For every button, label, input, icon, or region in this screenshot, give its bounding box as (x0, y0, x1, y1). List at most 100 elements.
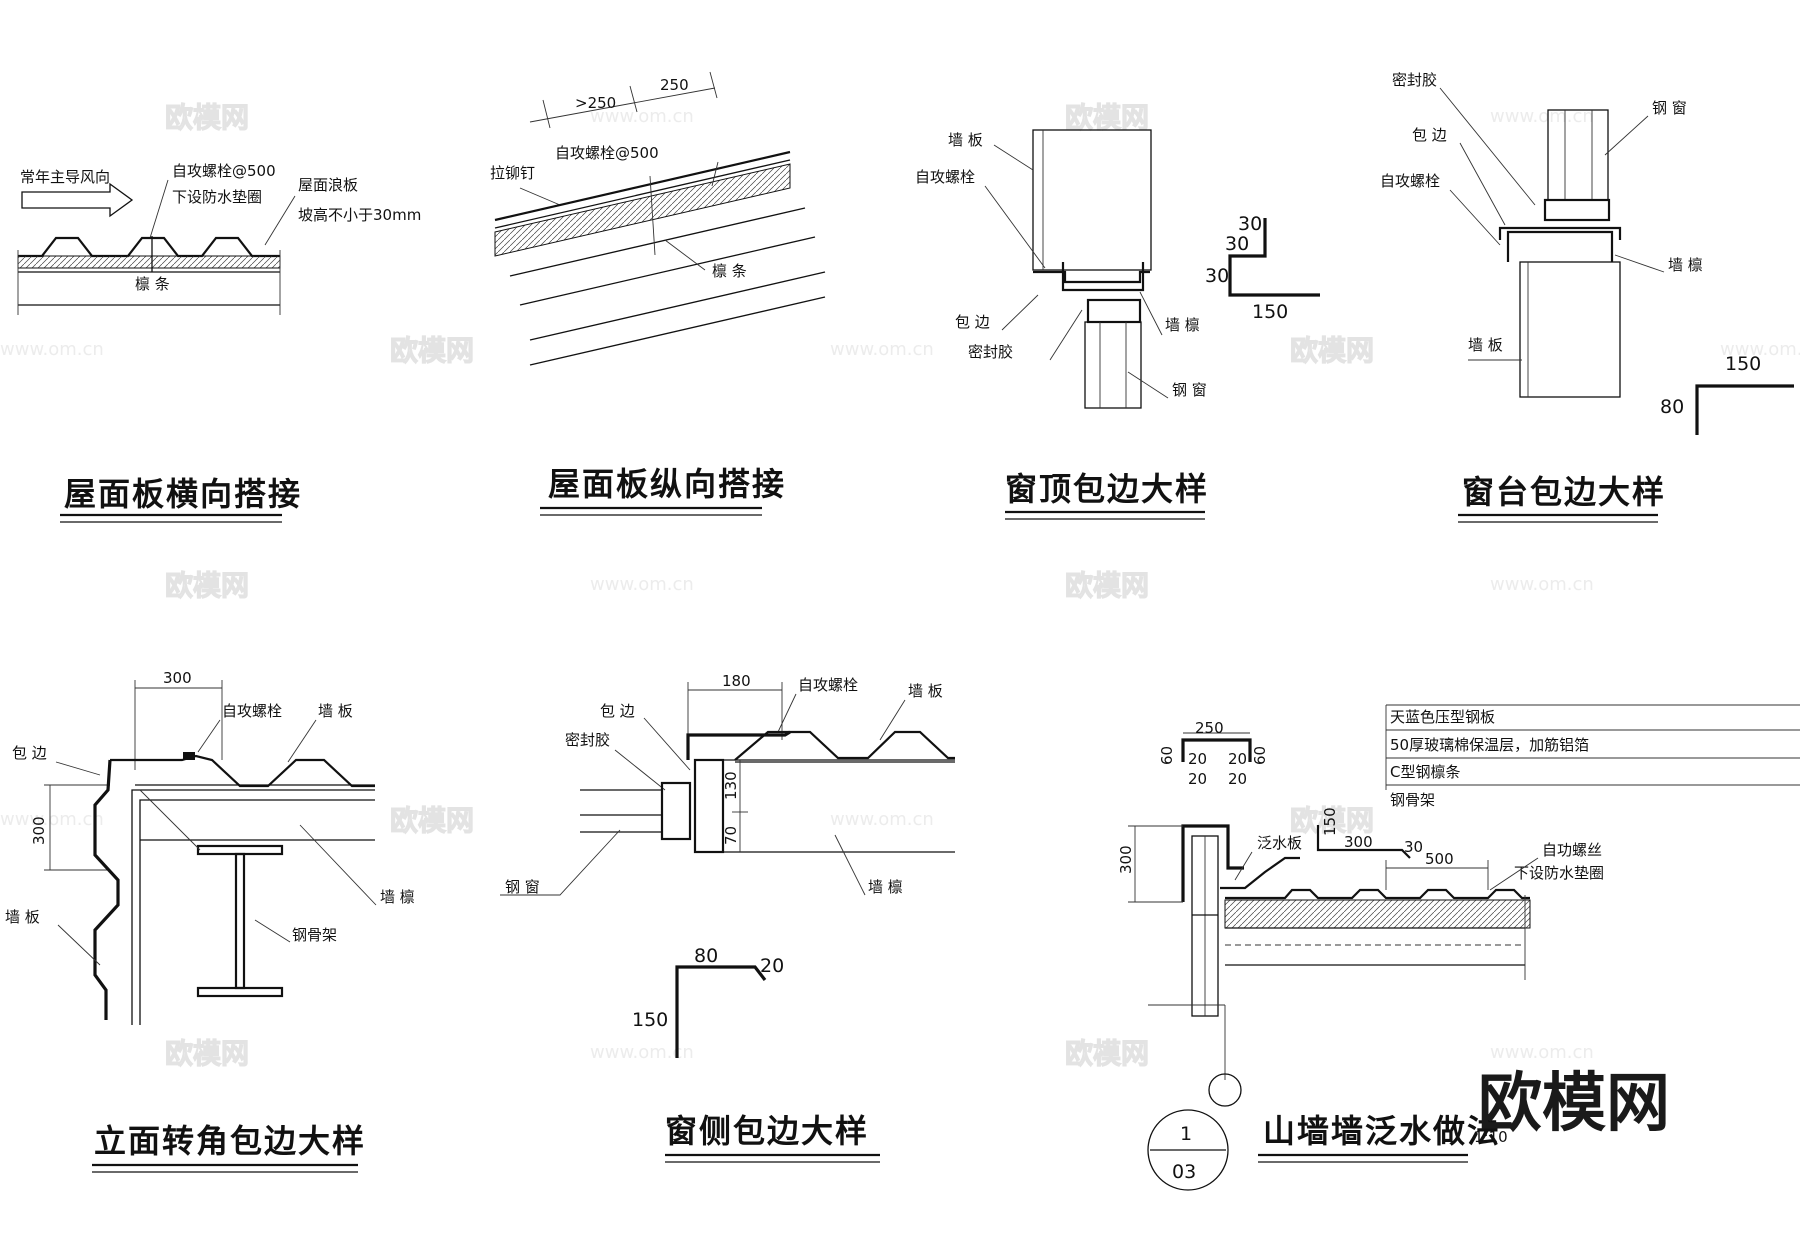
detail-corner-trim: 300 300 自攻螺栓 墙 板 包 边 墙 檩 钢骨架 墙 板 立面转角包边大… (5, 669, 415, 1173)
watermark-url: www.om.cn (0, 809, 104, 830)
steel-beam-web (234, 852, 246, 990)
corrugated-panel (18, 236, 280, 258)
leader-line (264, 195, 296, 246)
corrugated-wall-panel (110, 754, 375, 788)
grid-axis-icon (1208, 1073, 1242, 1107)
watermark-layer: 欧模网 欧模网 欧模网 欧模网 欧模网 欧模网 欧模网 欧模网 欧模网 欧模网 … (0, 100, 1800, 1070)
scale-label: 1:10 (1474, 1128, 1508, 1146)
wall-purlin-label: 墙 檩 (380, 888, 415, 906)
dim-label: 30 (1404, 838, 1423, 856)
wall-panel (1519, 261, 1621, 398)
detail-title: 窗台包边大样 (1462, 473, 1666, 511)
dim-label: 300 (1344, 833, 1373, 851)
window-frame-head (1086, 298, 1142, 324)
corner-trim (93, 759, 120, 1020)
detail-window-sill-trim: 密封胶 钢 窗 包 边 自攻螺栓 墙 檩 墙 板 150 80 窗台包边大样 (1380, 71, 1794, 523)
detail-index-circle (1147, 1109, 1229, 1191)
corrugated-wall-panel (734, 730, 955, 761)
sealant-label: 密封胶 (1392, 71, 1437, 89)
watermark-text: 欧模网 (390, 804, 474, 837)
detail-roof-longitudinal-lap: >250 250 自攻螺栓@500 拉铆钉 檩 条 屋面板纵向搭接 (490, 71, 826, 516)
watermark-text: 欧模网 (1065, 101, 1149, 134)
steel-frame-label: 钢骨架 (292, 926, 337, 944)
dim-label: 150 (1252, 301, 1288, 323)
detail-title: 山墙墙泛水做法 (1263, 1112, 1501, 1150)
wall-panel (1032, 129, 1152, 271)
trim-label: 包 边 (955, 313, 990, 331)
dim-label: 20 (1228, 750, 1247, 768)
window-label: 钢 窗 (1172, 381, 1207, 399)
watermark-url: www.om.cn (590, 574, 694, 595)
wall-panel-label: 墙 板 (948, 131, 983, 149)
purlin-label: 檩 条 (712, 262, 747, 280)
dim-label: 20 (1188, 750, 1207, 768)
wall-panel-label: 墙 板 (318, 702, 353, 720)
trim-label: 包 边 (600, 702, 635, 720)
dim-label: 20 (1188, 770, 1207, 788)
bolt-label: 自攻螺栓@500 (172, 162, 276, 180)
detail-title: 窗侧包边大样 (665, 1112, 869, 1150)
index-number: 1 (1180, 1123, 1192, 1145)
wall-purlin-label: 墙 檩 (868, 878, 903, 896)
profile-section (1181, 738, 1252, 762)
bolt-label: 自攻螺栓 (222, 702, 282, 720)
dim-label: 70 (722, 826, 740, 845)
dim-label: 500 (1425, 850, 1454, 868)
bolt-label: 自攻螺栓 (915, 168, 975, 186)
profile-section (1316, 825, 1411, 859)
dim-label: >250 (575, 94, 616, 112)
detail-window-jamb-trim: 180 自攻螺栓 墙 板 包 边 密封胶 130 70 钢 窗 墙 檩 80 2… (500, 672, 955, 1163)
detail-title: 窗顶包边大样 (1005, 470, 1209, 508)
wall-panel-label: 墙 板 (1468, 336, 1503, 354)
dim-label: 180 (722, 672, 751, 690)
jamb-trim (686, 730, 791, 760)
layer-label: 钢骨架 (1390, 791, 1435, 809)
dim-label: 60 (1251, 746, 1269, 765)
profile-section (1695, 384, 1794, 435)
washer-label: 下设防水垫圈 (1514, 864, 1604, 882)
detail-title: 屋面板纵向搭接 (548, 465, 786, 503)
leader-line (149, 179, 169, 239)
profile-section (675, 965, 767, 1058)
watermark-url: www.om.cn (1490, 1042, 1594, 1063)
watermark-text: 欧模网 (1290, 804, 1374, 837)
layer-label: 天蓝色压型钢板 (1390, 708, 1495, 726)
bolt-label: 自攻螺栓 (798, 676, 858, 694)
watermark-url: www.om.cn (1490, 106, 1594, 127)
trim-label: 包 边 (1412, 126, 1447, 144)
steel-beam-flange (196, 844, 284, 856)
sealant-label: 密封胶 (565, 731, 610, 749)
dim-label: 300 (30, 816, 48, 845)
watermark-text: 欧模网 (165, 569, 249, 602)
gable-flashing (1181, 824, 1244, 902)
dim-label: 150 (632, 1009, 668, 1031)
detail-window-head-trim: 墙 板 自攻螺栓 包 边 密封胶 墙 檩 钢 窗 30 30 30 150 窗顶… (915, 129, 1320, 520)
wall-purlin-label: 墙 檩 (1165, 316, 1200, 334)
dim-label: 80 (1660, 396, 1684, 418)
layer-label: C型钢檩条 (1390, 763, 1460, 781)
dim-label: 250 (1195, 719, 1224, 737)
window-label: 钢 窗 (505, 878, 540, 896)
window-label: 钢 窗 (1652, 99, 1687, 117)
window-sill-frame (1543, 198, 1611, 222)
dim-label: 150 (1725, 353, 1761, 375)
washer-label: 下设防水垫圈 (172, 188, 262, 206)
profile-section (1228, 218, 1320, 297)
watermark-url: www.om.cn (830, 339, 934, 360)
insulation-layer (1224, 899, 1531, 929)
slope-label: 坡高不小于30mm (298, 206, 421, 224)
steel-window (580, 789, 662, 833)
bolt-mark (183, 752, 195, 760)
watermark-url: www.om.cn (830, 809, 934, 830)
wind-arrow-icon (21, 182, 134, 218)
watermark-text: 欧模网 (1065, 569, 1149, 602)
steel-window (1084, 321, 1142, 409)
bolt-label: 自攻螺栓@500 (555, 144, 659, 162)
watermark-text: 欧模网 (1065, 1037, 1149, 1070)
purlin-label: 檩 条 (135, 275, 170, 293)
wall-panel-label: 墙 板 (908, 682, 943, 700)
watermark-url: www.om.cn (1490, 574, 1594, 595)
sealant-label: 密封胶 (968, 343, 1013, 361)
